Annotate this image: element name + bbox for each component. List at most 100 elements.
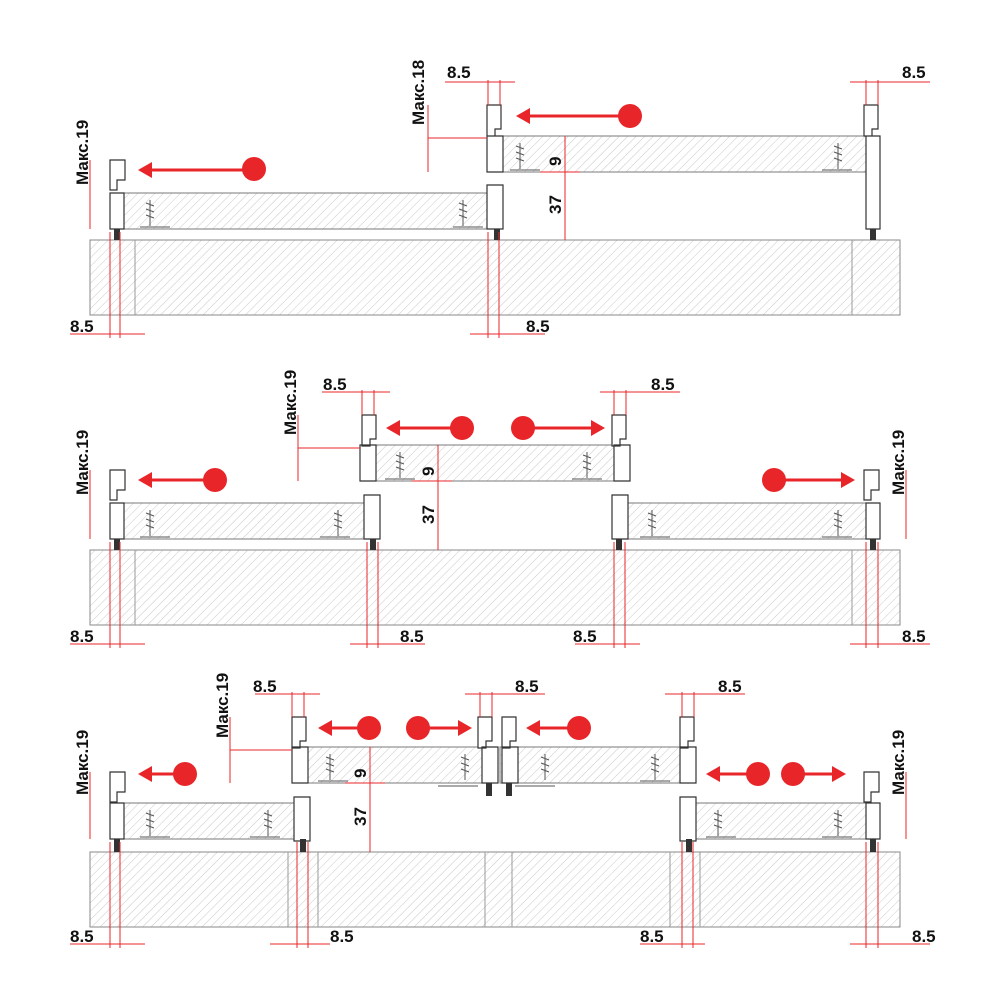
arrow-left-icon (386, 420, 400, 436)
red-dot-icon (242, 157, 266, 181)
screw-icon (706, 810, 736, 838)
screw-icon (515, 754, 555, 787)
end-profile-left-2 (109, 469, 126, 540)
dim-8-5: 8.5 (70, 317, 94, 336)
foot-icon (506, 783, 512, 796)
screw-icon (140, 510, 170, 538)
dim-max19: Макс.19 (889, 430, 908, 495)
dim-37: 37 (351, 807, 370, 826)
foot-icon (686, 839, 692, 852)
screw-icon (640, 510, 670, 538)
dim-8-5: 8.5 (902, 63, 926, 82)
diagram-2: 8.5 8.5 8.5 8.5 8.5 8.5 Макс.19 Макс.19 … (70, 370, 930, 648)
left-panel-3 (109, 802, 309, 840)
foot-icon (616, 539, 622, 550)
dim-8-5: 8.5 (323, 375, 347, 394)
screw-icon (640, 754, 670, 782)
screw-icon (822, 143, 852, 171)
joint-profile-d-3 (679, 716, 697, 842)
dim-max19: Макс.19 (281, 370, 300, 435)
foot-icon (114, 839, 120, 852)
dim-8-5: 8.5 (651, 375, 675, 394)
dim-9: 9 (351, 769, 370, 778)
dim-8-5: 8.5 (515, 677, 539, 696)
mid-right-panel-3 (499, 746, 697, 784)
screw-icon (453, 200, 483, 228)
screw-icon (318, 754, 348, 782)
foot-icon (114, 229, 120, 240)
right-panel-2 (611, 502, 881, 540)
end-profile-left-3 (109, 771, 126, 840)
arrow-left-icon (706, 766, 720, 782)
dim-37: 37 (546, 195, 565, 214)
joint-profile-right-2 (611, 414, 631, 540)
dim-max18: Макс.18 (409, 60, 428, 125)
screw-icon (320, 510, 350, 538)
dim-max19: Макс.19 (213, 673, 232, 738)
foot-icon (114, 539, 120, 550)
red-dot-icon (357, 716, 381, 740)
dim-8-5: 8.5 (912, 927, 936, 946)
arrow-left-icon (318, 720, 332, 736)
screw-icon (822, 810, 852, 838)
foot-icon (300, 839, 306, 852)
dim-8-5: 8.5 (330, 927, 354, 946)
dim-8-5: 8.5 (573, 627, 597, 646)
red-dot-icon (746, 762, 770, 786)
red-dot-icon (203, 468, 227, 492)
foot-icon (870, 229, 876, 240)
dim-8-5: 8.5 (526, 317, 550, 336)
dim-8-5: 8.5 (902, 627, 926, 646)
joint-profile-left-2 (359, 414, 381, 540)
screw-icon (140, 810, 170, 838)
screw-icon (510, 143, 540, 171)
arrow-right-icon (458, 720, 472, 736)
arrow-left-icon (138, 472, 152, 488)
screw-icon (385, 452, 415, 480)
dim-8-5: 8.5 (253, 677, 277, 696)
foot-icon (870, 539, 876, 550)
right-panel-3 (679, 802, 881, 840)
screw-icon (250, 810, 280, 838)
dim-max19: Макс.19 (73, 430, 92, 495)
middle-panel-2 (359, 444, 631, 482)
dim-8-5: 8.5 (70, 927, 94, 946)
arrow-right-icon (832, 766, 846, 782)
dim-8-5: 8.5 (640, 927, 664, 946)
screw-icon (822, 510, 852, 538)
screw-icon (438, 754, 478, 787)
base-floor-1 (89, 239, 901, 316)
end-profile-right-1 (863, 104, 881, 230)
dim-8-5: 8.5 (718, 677, 742, 696)
screw-icon (572, 452, 602, 480)
dim-max19: Макс.19 (73, 120, 92, 185)
arrow-left-icon (138, 162, 152, 178)
arrow-left-icon (526, 720, 540, 736)
dim-max19: Макс.19 (889, 730, 908, 795)
dim-8-5: 8.5 (70, 627, 94, 646)
red-dot-icon (567, 716, 591, 740)
diagram-1: 8.5 8.5 8.5 8.5 Макс.19 Макс.18 37 9 (70, 60, 930, 338)
dim-37: 37 (419, 505, 438, 524)
diagram-3: 8.5 8.5 8.5 8.5 8.5 8.5 8.5 Макс.19 Макс… (70, 673, 936, 948)
foot-icon (494, 229, 500, 240)
joint-profile-a-3 (291, 716, 311, 842)
red-dot-icon (450, 416, 474, 440)
end-profile-right-2 (863, 469, 881, 540)
dim-8-5: 8.5 (447, 63, 471, 82)
foot-icon (870, 839, 876, 852)
foot-icon (486, 783, 492, 796)
dim-9: 9 (419, 467, 438, 476)
joint-profile-1 (486, 104, 504, 230)
base-floor-3 (89, 851, 901, 928)
screw-icon (140, 200, 170, 228)
joint-profile-c-3 (501, 716, 519, 784)
end-profile-right-3 (863, 771, 881, 840)
lower-panel-1 (109, 192, 504, 230)
dim-max19: Макс.19 (73, 730, 92, 795)
arrow-right-icon (841, 472, 855, 488)
arrow-left-icon (138, 766, 152, 782)
dim-8-5: 8.5 (400, 627, 424, 646)
arrow-left-icon (516, 108, 530, 124)
